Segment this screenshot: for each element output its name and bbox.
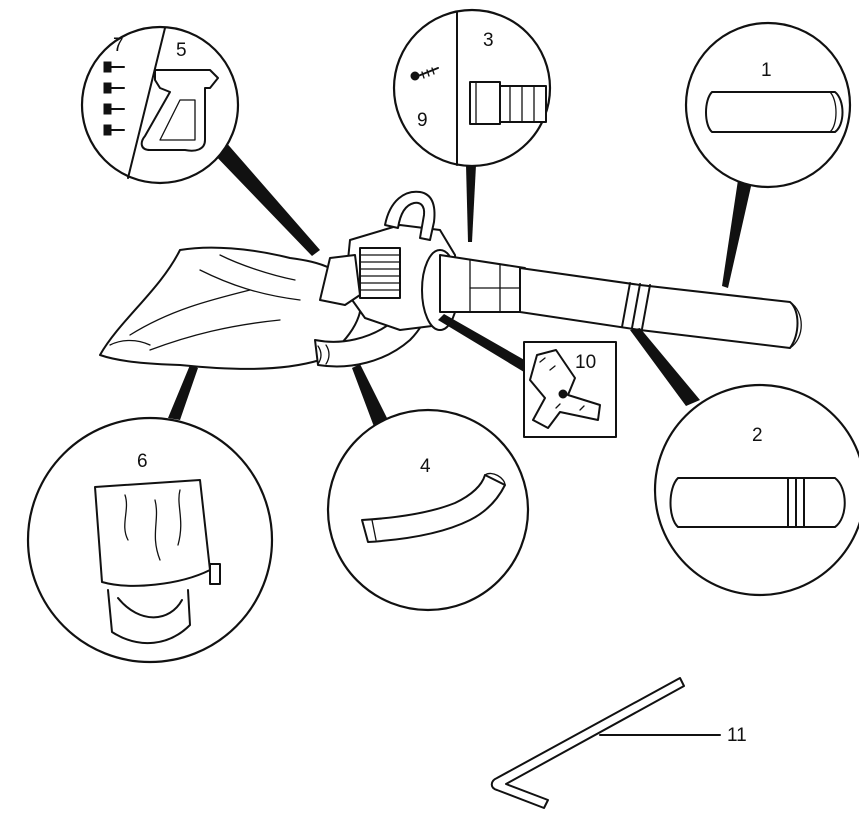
callout-6: 6 <box>26 416 274 664</box>
blower-vac-assembly <box>99 190 802 370</box>
hex-key-icon <box>490 677 685 809</box>
label-9: 9 <box>417 110 428 131</box>
callout-2: 2 <box>653 383 859 597</box>
lower-tube-icon <box>669 477 846 528</box>
label-11: 11 <box>727 725 747 746</box>
adapter-icon <box>469 81 547 125</box>
label-5: 5 <box>176 40 187 61</box>
screw-set-icon <box>103 61 125 136</box>
mulching-blade-icon <box>529 349 601 429</box>
label-1: 1 <box>761 60 772 81</box>
leader-6 <box>168 365 198 420</box>
callout-3-9: 3 9 <box>392 8 552 168</box>
leader-5 <box>210 140 320 256</box>
label-4: 4 <box>420 456 431 477</box>
callout-5-7: 7 5 <box>80 25 240 185</box>
label-7: 7 <box>113 35 124 56</box>
main-blower-tubes <box>439 254 802 349</box>
callout-1: 1 <box>684 21 852 189</box>
label-10: 10 <box>575 352 596 373</box>
callout-10: 10 <box>523 341 617 438</box>
main-top-handle <box>384 190 436 241</box>
main-aux-handle <box>319 254 361 306</box>
engine-fins <box>359 247 401 299</box>
leader-4 <box>352 364 392 432</box>
upper-tube-icon <box>705 91 844 133</box>
leader-10 <box>438 314 528 372</box>
label-2: 2 <box>752 425 763 446</box>
callout-4: 4 <box>326 408 530 612</box>
leader-1 <box>722 180 752 288</box>
bag-icon <box>94 479 221 645</box>
leader-lines <box>168 140 752 432</box>
aux-handle-icon <box>140 69 219 152</box>
leader-2 <box>630 328 700 406</box>
leader-3 <box>466 165 476 242</box>
label-6: 6 <box>137 451 148 472</box>
label-3: 3 <box>483 30 494 51</box>
screw-icon <box>410 67 439 81</box>
hex-key: 11 <box>490 677 747 809</box>
